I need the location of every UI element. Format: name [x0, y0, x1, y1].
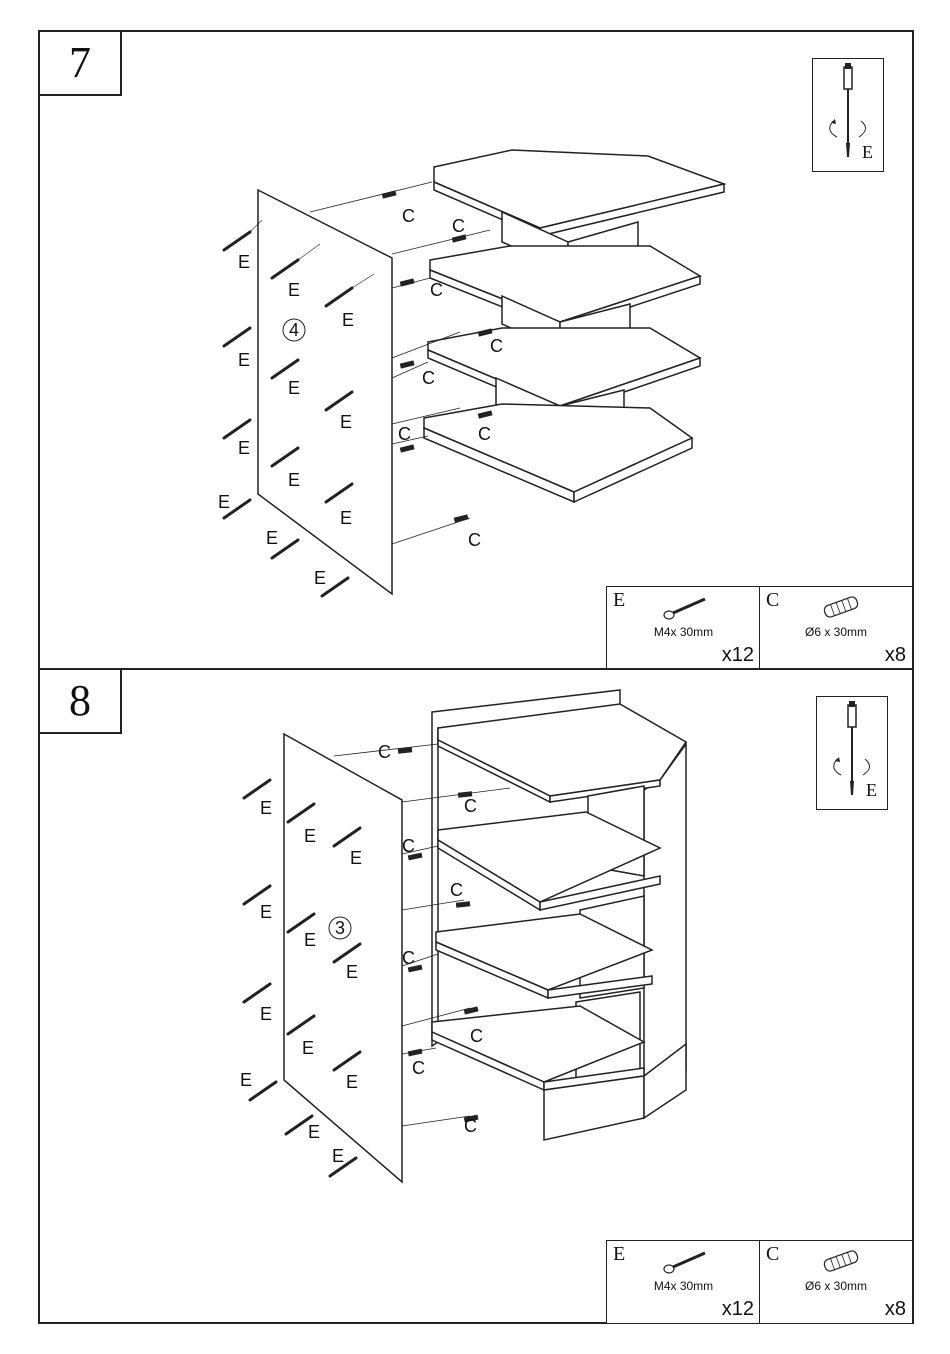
- part-qty: x8: [885, 644, 906, 667]
- part-dowel: C Ø6 x 30mm x8: [759, 586, 913, 670]
- part-letter: E: [613, 589, 625, 612]
- svg-text:C: C: [378, 742, 391, 762]
- svg-text:C: C: [478, 424, 491, 444]
- svg-text:E: E: [342, 310, 354, 330]
- svg-text:E: E: [346, 1072, 358, 1092]
- step-8-panel: 8 E: [38, 668, 914, 1324]
- svg-text:E: E: [304, 826, 316, 846]
- svg-text:C: C: [402, 206, 415, 226]
- part-letter: C: [766, 589, 779, 612]
- svg-text:E: E: [346, 962, 358, 982]
- svg-text:C: C: [468, 530, 481, 550]
- svg-text:E: E: [288, 470, 300, 490]
- svg-text:E: E: [238, 438, 250, 458]
- svg-text:E: E: [260, 902, 272, 922]
- svg-text:C: C: [490, 336, 503, 356]
- part-letter: C: [766, 1243, 779, 1266]
- svg-text:E: E: [332, 1146, 344, 1166]
- svg-text:C: C: [464, 1116, 477, 1136]
- svg-text:C: C: [450, 880, 463, 900]
- svg-text:E: E: [308, 1122, 320, 1142]
- step-7-panel: 7 E: [38, 30, 914, 670]
- right-panel: [644, 744, 686, 1100]
- part-screw: E M4x 30mm x12: [606, 1240, 760, 1324]
- side-panel: [258, 190, 392, 594]
- svg-text:E: E: [266, 528, 278, 548]
- dowel-icon: [810, 1247, 870, 1277]
- svg-text:E: E: [240, 1070, 252, 1090]
- svg-text:E: E: [350, 848, 362, 868]
- svg-text:C: C: [452, 216, 465, 236]
- svg-text:E: E: [238, 350, 250, 370]
- dowel-icon: [810, 593, 870, 623]
- svg-text:C: C: [402, 948, 415, 968]
- svg-text:E: E: [314, 568, 326, 588]
- svg-text:E: E: [260, 1004, 272, 1024]
- part-letter: E: [613, 1243, 625, 1266]
- svg-text:C: C: [402, 836, 415, 856]
- screw-icon: [657, 593, 717, 623]
- shelf-2: [430, 246, 700, 322]
- svg-text:E: E: [260, 798, 272, 818]
- svg-text:E: E: [288, 378, 300, 398]
- svg-text:C: C: [398, 424, 411, 444]
- part-screw: E M4x 30mm x12: [606, 586, 760, 670]
- top-shelf: [434, 150, 724, 228]
- part-spec: Ø6 x 30mm: [760, 1279, 912, 1293]
- svg-text:E: E: [340, 412, 352, 432]
- svg-text:E: E: [304, 930, 316, 950]
- step-8-assembly-drawing: 3 C C C C C C C C E E E E E E E E E E E …: [40, 670, 916, 1326]
- step-7-assembly-drawing: 4 C C C C C C C C E E E E E E E E E E E …: [40, 32, 916, 672]
- part-qty: x8: [885, 1298, 906, 1321]
- svg-text:E: E: [340, 508, 352, 528]
- part-spec: M4x 30mm: [607, 1279, 760, 1293]
- svg-text:E: E: [302, 1038, 314, 1058]
- svg-text:C: C: [464, 796, 477, 816]
- side-panel: [284, 734, 402, 1182]
- svg-text:C: C: [412, 1058, 425, 1078]
- part-qty: x12: [722, 1298, 754, 1321]
- svg-text:C: C: [470, 1026, 483, 1046]
- screw-icon: [657, 1247, 717, 1277]
- part-spec: Ø6 x 30mm: [760, 625, 912, 639]
- part-qty: x12: [722, 644, 754, 667]
- part-spec: M4x 30mm: [607, 625, 760, 639]
- parts-list: E M4x 30mm x12 C Ø6 x 30mm x8: [606, 1240, 914, 1324]
- svg-text:E: E: [288, 280, 300, 300]
- panel-number: 4: [289, 320, 299, 340]
- svg-text:E: E: [218, 492, 230, 512]
- part-dowel: C Ø6 x 30mm x8: [759, 1240, 913, 1324]
- svg-text:C: C: [430, 280, 443, 300]
- svg-text:E: E: [238, 252, 250, 272]
- panel-number: 3: [335, 918, 345, 938]
- svg-text:C: C: [422, 368, 435, 388]
- parts-list: E M4x 30mm x12 C Ø6 x 30mm x8: [606, 586, 914, 670]
